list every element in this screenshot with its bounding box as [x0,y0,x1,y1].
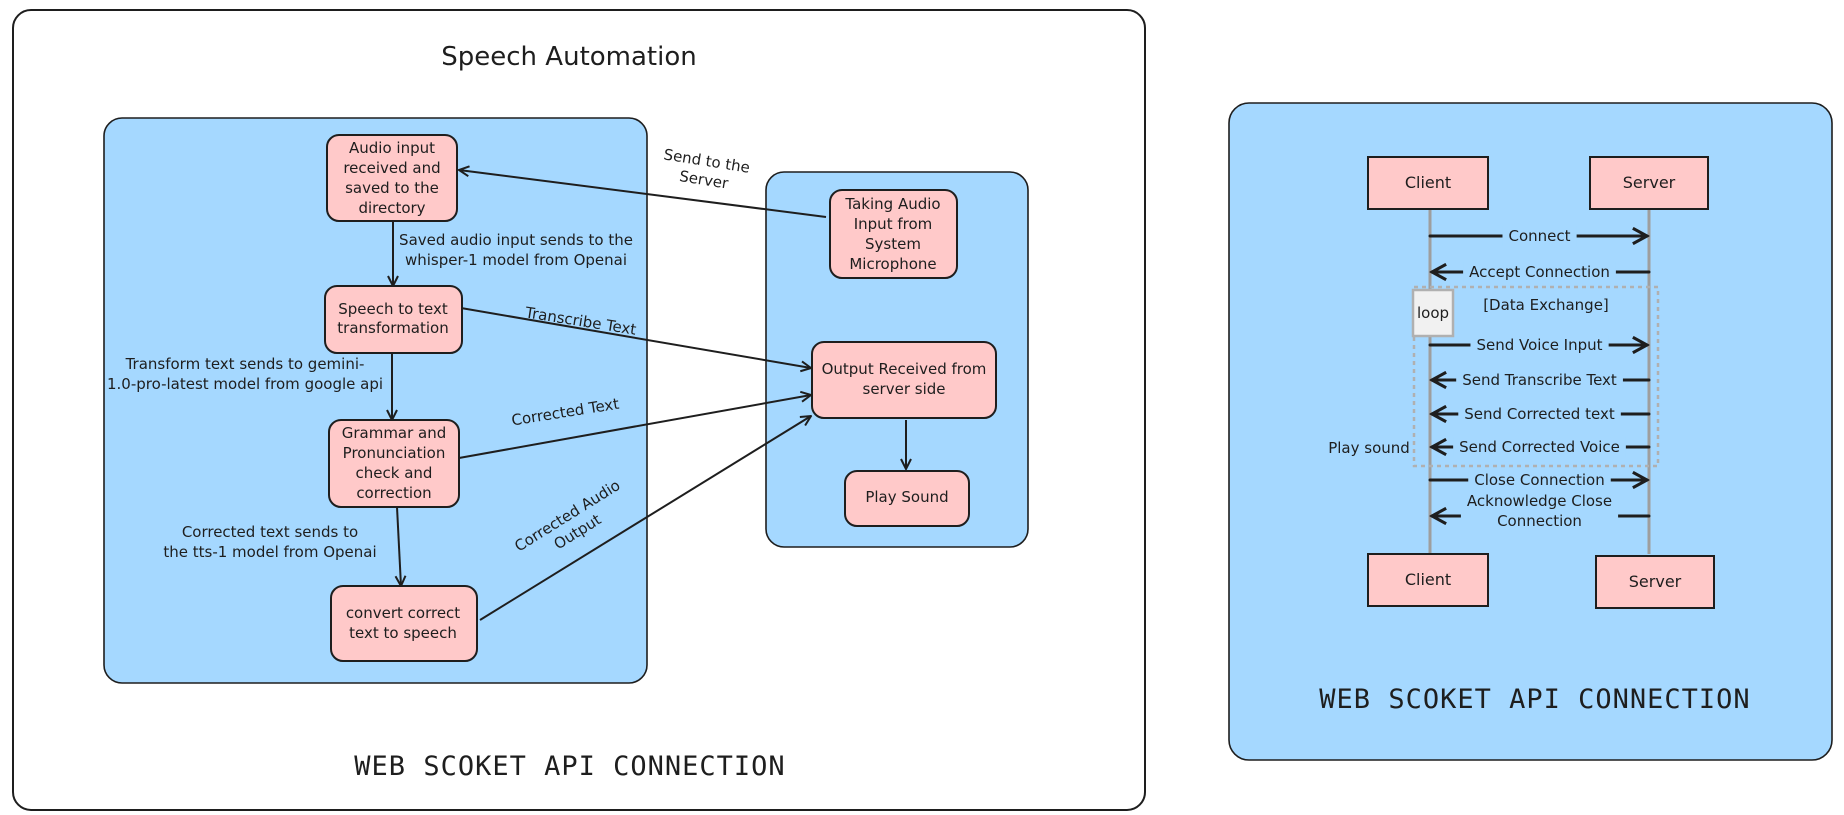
actor-server-bottom: Server [1595,555,1715,609]
sequence-message: Send Corrected Voice [1432,437,1651,457]
sequence-label-mask [1502,226,1577,246]
sequence-message: Connect [1428,226,1647,246]
loop-fragment [1412,285,1660,468]
sequence-message-label: Close Connection [1474,471,1605,489]
actor-client-top-label: Client [1405,173,1451,192]
edge-send-to-server [459,170,827,218]
sequence-message: Accept Connection [1432,262,1651,282]
actor-client-bottom-label: Client [1405,570,1451,589]
actor-client-top: Client [1367,156,1489,210]
sequence-panel [1228,102,1833,761]
sequence-message-label: Send Voice Input [1476,336,1602,354]
actor-client-bottom: Client [1367,553,1489,607]
loop-tag-label: loop [1417,304,1449,322]
sequence-message: Send Transcribe Text [1432,370,1651,390]
sequence-label-mask [1463,262,1616,282]
sequence-message-label: Send Corrected text [1464,405,1615,423]
sequence-label-mask [1460,491,1619,531]
actor-server-bottom-label: Server [1629,572,1682,591]
node-play-sound: Play Sound [844,470,970,527]
loop-tag [1411,288,1455,338]
sequence-label-mask [1456,370,1623,390]
sequence-message-label: Accept Connection [1469,263,1610,281]
edge-grammar-to-tts [397,506,401,586]
sequence-message-label: Connect [1508,227,1570,245]
node-play-sound-label: Play Sound [865,488,948,506]
sequence-label-mask [1453,437,1626,457]
sequence-label-mask [1470,335,1609,355]
sequence-message: Send Corrected text [1432,404,1651,424]
sequence-message: Send Voice Input [1428,335,1647,355]
websocket-sequence-diagram: Client Server Client Server loop [Data E… [1228,102,1833,761]
play-sound-note: Play sound [1328,439,1410,457]
loop-guard-label: [Data Exchange] [1483,296,1609,314]
sequence-label-mask [1468,470,1611,490]
edge-transcribe-text [460,307,811,368]
sequence-label-mask [1458,404,1621,424]
left-footer-title: WEB SCOKET API CONNECTION [354,751,785,782]
sequence-message-label: Send Transcribe Text [1462,371,1617,389]
diagram-title: Speech Automation [441,42,696,72]
sequence-message: Close Connection [1428,470,1647,490]
processing-panel [103,117,648,684]
right-footer-title: WEB SCOKET API CONNECTION [1319,684,1750,715]
edge-corrected-audio [479,416,811,621]
actor-server-top-label: Server [1623,173,1676,192]
actor-server-top: Server [1589,156,1709,210]
label-gemini-model: Transform text sends to gemini-1.0-pro-l… [107,355,383,393]
edge-corrected-text [458,395,811,459]
sequence-message-label: Send Corrected Voice [1459,438,1620,456]
